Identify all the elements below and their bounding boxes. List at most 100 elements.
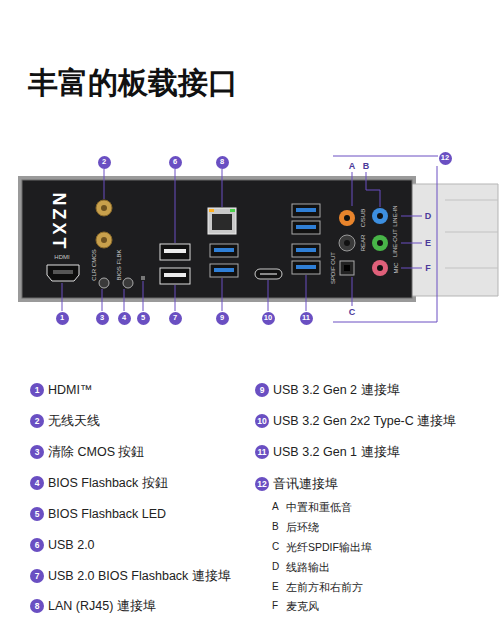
port-marking: SPDIF OUT xyxy=(330,252,336,284)
port-marking: HDMI xyxy=(54,254,69,260)
antenna-connector xyxy=(96,200,112,216)
bracket-line xyxy=(333,156,438,322)
key-text: USB 2.0 BIOS Flashback 連接埠 xyxy=(48,570,231,583)
key-text: BIOS Flashback LED xyxy=(48,508,166,521)
callout-number: 11 xyxy=(300,312,313,325)
antenna-connector xyxy=(96,232,112,248)
key-number: 1 xyxy=(30,383,44,397)
leader-line xyxy=(175,285,176,311)
leader-line xyxy=(352,172,353,206)
key-number: 4 xyxy=(30,476,44,490)
key-letter: A xyxy=(272,502,279,512)
audio-hole xyxy=(344,215,350,221)
usb-tongue xyxy=(214,268,234,272)
usb-port xyxy=(210,264,238,277)
usb2-tongue xyxy=(164,273,186,277)
leader-line xyxy=(268,280,269,311)
key-letter: D xyxy=(272,562,279,572)
lan-socket xyxy=(212,214,232,230)
key-letter: E xyxy=(272,582,279,592)
port-marking: CLR CMOS xyxy=(91,249,97,281)
key-number: 3 xyxy=(30,445,44,459)
leader-line xyxy=(124,289,125,311)
leader-line xyxy=(104,169,105,199)
lan-port xyxy=(208,208,236,234)
usb-tongue xyxy=(296,208,316,212)
port-marking: LINE-OUT xyxy=(392,229,398,257)
brand-logo: NZXT xyxy=(49,193,67,252)
callout-number: 7 xyxy=(169,312,182,325)
usb-port xyxy=(292,204,320,217)
port-marking: C/SUB xyxy=(360,209,366,227)
key-text: USB 3.2 Gen 1 連接埠 xyxy=(273,446,400,459)
shield-frame xyxy=(18,176,416,302)
callout-letter: F xyxy=(425,264,431,273)
bracket-extension xyxy=(410,184,498,296)
audio-hole xyxy=(377,265,383,271)
callout-number: 9 xyxy=(216,312,229,325)
audio-jack xyxy=(339,210,355,226)
page-title: 丰富的板载接口 xyxy=(28,68,238,98)
key-number: 10 xyxy=(255,414,269,428)
port-marking: REAR xyxy=(360,235,366,252)
callout-number: 2 xyxy=(98,156,111,169)
key-letter: B xyxy=(272,522,279,532)
key-number: 7 xyxy=(30,569,44,583)
audio-hole xyxy=(344,240,350,246)
leader-line xyxy=(352,277,353,306)
port-marking: BIOS FLBK xyxy=(116,249,122,280)
usb2-tongue xyxy=(164,249,186,253)
antenna-pin xyxy=(101,205,107,211)
lan-led xyxy=(209,209,214,212)
bracket-detail xyxy=(445,200,498,268)
callout-letter: C xyxy=(349,308,356,317)
key-number: 2 xyxy=(30,414,44,428)
key-subtext: 光纤SPDIF输出埠 xyxy=(286,542,372,553)
spdif-hole xyxy=(344,265,350,271)
key-text: 无线天线 xyxy=(48,415,100,428)
spdif-port xyxy=(340,261,354,275)
key-text: USB 2.0 xyxy=(48,539,95,552)
port-marking: LINE-IN xyxy=(392,205,398,226)
callout-number: 5 xyxy=(137,312,150,325)
usb-c-tongue xyxy=(260,273,277,275)
antenna-pin xyxy=(101,237,107,243)
callout-number: 10 xyxy=(262,312,275,325)
key-text: USB 3.2 Gen 2x2 Type-C 連接埠 xyxy=(273,415,456,428)
callout-letter: E xyxy=(425,239,431,248)
callout-number: 12 xyxy=(439,152,452,165)
key-text: USB 3.2 Gen 2 連接埠 xyxy=(273,384,400,397)
lan-led xyxy=(230,209,235,212)
callout-number: 1 xyxy=(56,312,69,325)
key-text: HDMI™ xyxy=(48,384,92,397)
callout-letter: B xyxy=(363,162,370,171)
leader-line xyxy=(401,216,422,217)
callout-letter: A xyxy=(349,162,356,171)
usb-tongue xyxy=(214,248,234,252)
clear-cmos-button xyxy=(99,278,109,288)
usb2-port xyxy=(160,268,190,284)
usb-port xyxy=(292,261,320,274)
flashback-led xyxy=(141,276,145,280)
key-number: 12 xyxy=(255,477,269,491)
usb-tongue xyxy=(296,265,316,269)
key-subtext: 线路输出 xyxy=(286,562,330,573)
callout-number: 8 xyxy=(216,156,229,169)
callout-letter: D xyxy=(425,212,432,221)
leader-line xyxy=(143,281,144,311)
key-text: 清除 CMOS 按鈕 xyxy=(48,446,144,459)
usb-port xyxy=(292,221,320,234)
leader-line xyxy=(401,243,422,244)
hdmi-tongue xyxy=(53,270,73,274)
callout-number: 3 xyxy=(96,312,109,325)
key-text: BIOS Flashback 按鈕 xyxy=(48,477,168,490)
audio-jack xyxy=(372,208,388,224)
leader-line xyxy=(306,275,307,311)
bios-flashback-button xyxy=(123,278,133,288)
key-letter: F xyxy=(272,601,278,611)
audio-hole xyxy=(377,240,383,246)
callout-number: 4 xyxy=(118,312,131,325)
audio-jack xyxy=(372,260,388,276)
key-number: 11 xyxy=(255,445,269,459)
